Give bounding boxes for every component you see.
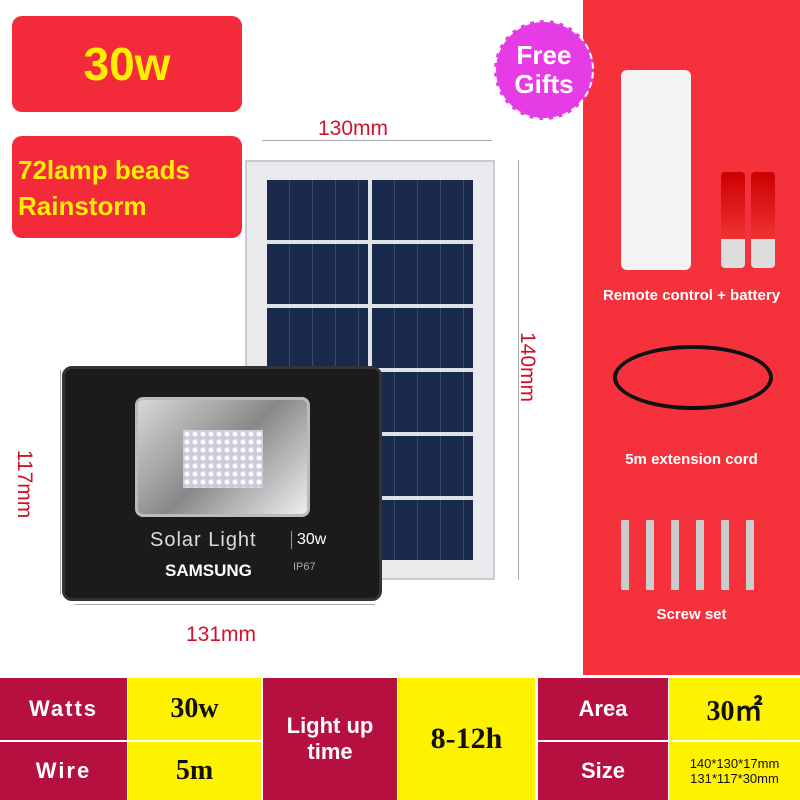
spec-wire-label: Wire xyxy=(0,742,127,800)
spec-area-label: Area xyxy=(538,678,668,740)
dimension-line xyxy=(75,604,375,605)
extension-cord-image xyxy=(613,345,773,410)
lamp-label: Solar Light xyxy=(150,529,257,551)
remote-control-image xyxy=(621,70,691,270)
power-badge: 30w xyxy=(12,16,242,112)
dimension-line xyxy=(60,370,61,595)
spec-wire-value: 5m xyxy=(128,742,261,800)
dimension-line xyxy=(518,160,519,580)
dimension-line xyxy=(262,140,492,141)
light-height-label: 117mm xyxy=(13,449,37,519)
screw-set-image xyxy=(621,520,761,590)
panel-height-label: 140mm xyxy=(516,331,540,403)
battery-image xyxy=(751,172,775,268)
feature-rainstorm: Rainstorm xyxy=(18,191,147,221)
feature-lamp-beads: 72lamp beads xyxy=(18,155,190,185)
spec-size-value: 140*130*17mm 131*117*30mm xyxy=(669,742,800,800)
gifts-panel: Remote control + battery 5m extension co… xyxy=(583,0,800,675)
gift-line2: Gifts xyxy=(514,69,574,99)
gift-caption-cord: 5m extension cord xyxy=(625,451,758,468)
spec-time-label: Light up time xyxy=(263,678,397,800)
gift-caption-screws: Screw set xyxy=(656,606,727,623)
lamp-power: 30w xyxy=(291,531,326,549)
light-width-label: 131mm xyxy=(186,623,257,646)
gift-caption-remote: Remote control + battery xyxy=(602,287,781,304)
features-badge: 72lamp beads Rainstorm xyxy=(12,136,242,238)
free-gifts-badge: Free Gifts xyxy=(494,20,594,120)
size-panel: 140*130*17mm xyxy=(689,756,780,771)
floodlight-image: Solar Light 30w SAMSUNG IP67 xyxy=(62,366,382,601)
gift-line1: Free xyxy=(516,40,572,70)
spec-watts-value: 30w xyxy=(128,678,261,740)
lamp-rating: IP67 xyxy=(293,561,316,573)
led-array xyxy=(183,430,263,488)
panel-width-label: 130mm xyxy=(318,117,389,140)
spec-area-value: 30㎡ xyxy=(669,678,800,740)
battery-image xyxy=(721,172,745,268)
spec-time-value: 8-12h xyxy=(398,678,535,800)
spec-size-label: Size xyxy=(538,742,668,800)
size-light: 131*117*30mm xyxy=(690,771,779,786)
spec-watts-label: Watts xyxy=(0,678,127,740)
lamp-brand: SAMSUNG xyxy=(165,561,252,580)
